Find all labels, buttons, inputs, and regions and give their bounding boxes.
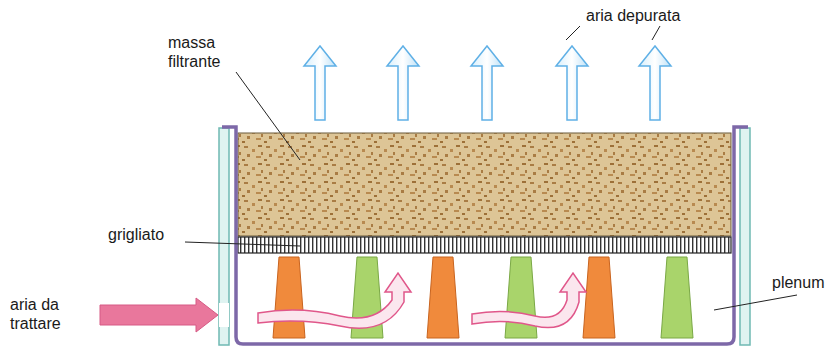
side-panel xyxy=(740,128,750,345)
inlet-opening xyxy=(219,303,229,327)
leader-lines xyxy=(185,26,797,310)
flow-arrows xyxy=(258,273,586,328)
chamber-label: plenum xyxy=(772,273,832,292)
part-label: massa filtrante xyxy=(168,33,248,71)
filter-mass xyxy=(238,133,731,236)
side-panel xyxy=(219,128,229,345)
part-label: aria da trattare xyxy=(10,295,85,333)
clean-air-arrows xyxy=(304,46,671,120)
container xyxy=(222,127,748,344)
inlet-arrow xyxy=(100,298,218,332)
part-label: aria depurata xyxy=(586,6,706,25)
grating xyxy=(238,237,731,253)
part-label: grigliato xyxy=(108,225,188,244)
